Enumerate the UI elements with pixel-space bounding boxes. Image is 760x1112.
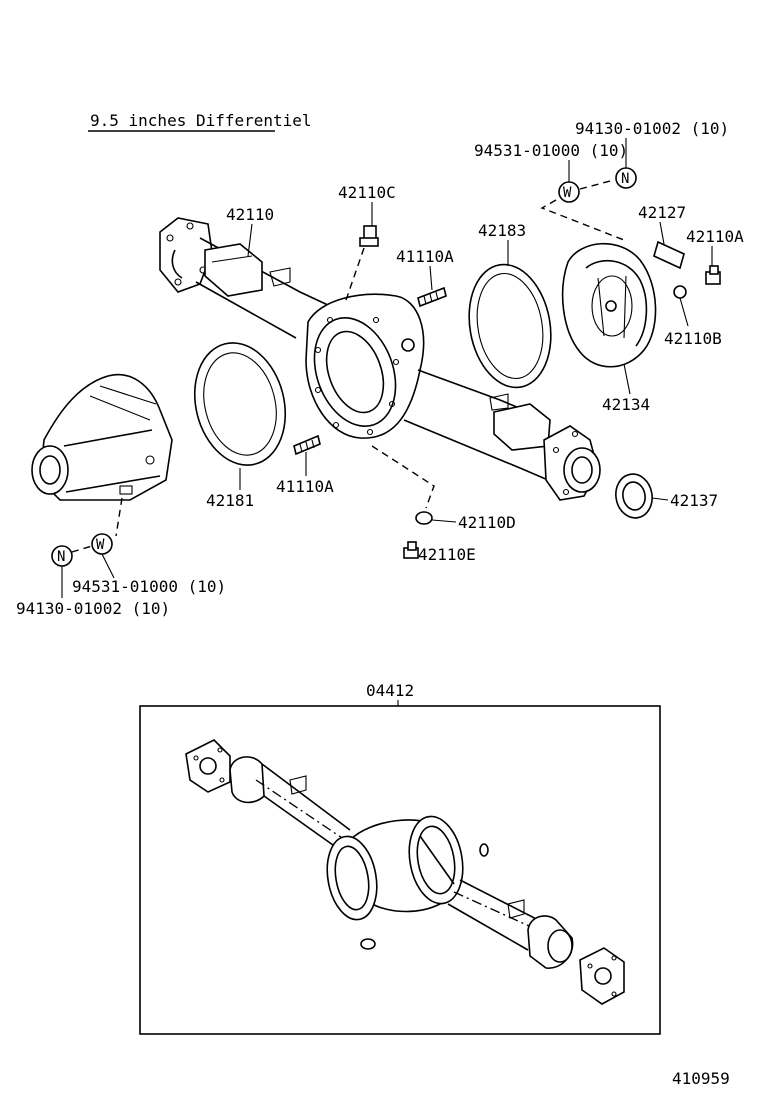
oil-seal-42137 xyxy=(615,473,653,519)
differential-carrier xyxy=(31,373,173,501)
label-left-washer: 94531-01000 (10) xyxy=(72,577,226,596)
diagram-title: 9.5 inches Differentiel xyxy=(90,111,312,130)
gasket-42110B xyxy=(673,285,687,299)
label-top-bolt: 94130-01002 (10) xyxy=(575,119,729,138)
label-41110A-bottom: 41110A xyxy=(276,477,334,496)
label-42110A: 42110A xyxy=(686,227,744,246)
label-top-washer: 94531-01000 (10) xyxy=(474,141,628,160)
axle-assembly-04412 xyxy=(185,739,625,1005)
label-left-bolt: 94130-01002 (10) xyxy=(16,599,170,618)
label-42183: 42183 xyxy=(478,221,526,240)
stud-41110A-bottom xyxy=(293,434,321,456)
stud-41110A-top xyxy=(417,286,447,308)
plug-42110A xyxy=(705,265,721,285)
dashed-top-symbols xyxy=(579,179,615,190)
label-42110: 42110 xyxy=(226,205,274,224)
dashed-carrier xyxy=(115,497,123,537)
label-42110E: 42110E xyxy=(418,545,476,564)
label-42181: 42181 xyxy=(206,491,254,510)
label-41110A-top: 41110A xyxy=(396,247,454,266)
plate-42127 xyxy=(653,240,685,270)
leader-42137 xyxy=(651,497,669,501)
leader-42110 xyxy=(247,223,253,257)
label-42110B: 42110B xyxy=(664,329,722,348)
label-42137: 42137 xyxy=(670,491,718,510)
label-42134: 42134 xyxy=(602,395,650,414)
label-42127: 42127 xyxy=(638,203,686,222)
nut-letter-top: N xyxy=(621,171,629,187)
label-04412: 04412 xyxy=(366,681,414,700)
dashed-left-symbols xyxy=(71,545,93,553)
gasket-42181 xyxy=(193,342,287,466)
gasket-42183 xyxy=(468,263,552,389)
leader-41110A-top xyxy=(429,265,433,291)
washer-letter-left: W xyxy=(96,537,105,553)
assembly-box-04412 xyxy=(139,705,661,1035)
dashed-42110C xyxy=(345,247,365,301)
dashed-42110D xyxy=(371,445,435,509)
leader-42110D xyxy=(431,519,457,523)
plug-42110E xyxy=(403,541,419,559)
dashed-top-to-cover xyxy=(540,199,625,241)
leader-42110B xyxy=(679,297,689,327)
figure-number: 410959 xyxy=(672,1069,730,1088)
label-42110C: 42110C xyxy=(338,183,396,202)
differential-cover-42134 xyxy=(561,242,657,368)
washer-letter-top: W xyxy=(563,185,572,201)
leader-left-washer xyxy=(101,553,115,579)
label-42110D: 42110D xyxy=(458,513,516,532)
breather-plug-42110C xyxy=(359,225,379,247)
leader-42134 xyxy=(623,363,631,395)
leader-42127 xyxy=(659,221,665,245)
nut-letter-left: N xyxy=(57,549,65,565)
axle-housing-42110 xyxy=(159,217,601,501)
gasket-42110D xyxy=(415,511,433,525)
